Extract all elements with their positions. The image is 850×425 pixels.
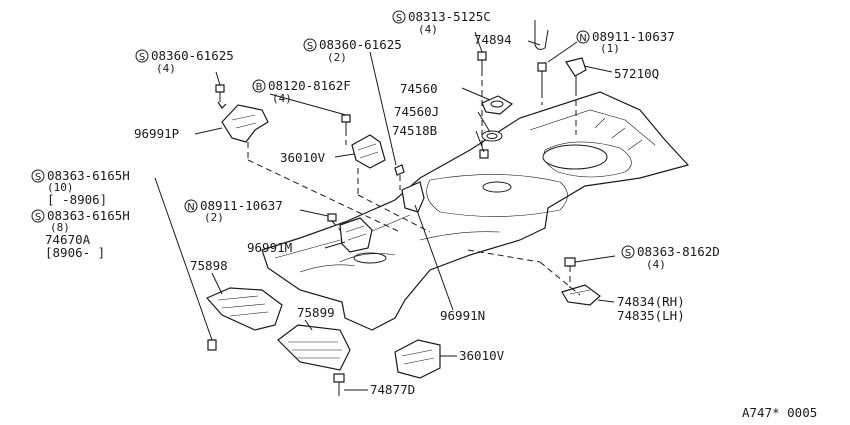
- marker-c9: S: [625, 248, 631, 259]
- label-74670A-range: [8906- ]: [45, 245, 105, 260]
- label-74560J: 74560J: [394, 104, 439, 119]
- circled-markers: S N S S B S S N S: [31, 10, 635, 259]
- label-c8: 08911-10637: [200, 198, 283, 213]
- label-36010V-a: 36010V: [280, 150, 326, 165]
- label-c9-qty: (4): [646, 258, 666, 271]
- label-c3: 08360-61625: [319, 37, 402, 52]
- marker-c1: S: [396, 13, 402, 24]
- label-36010V-b: 36010V: [459, 348, 505, 363]
- label-c9: 08363-8162D: [637, 244, 720, 259]
- label-c2-qty: (1): [600, 42, 620, 55]
- marker-c7: S: [35, 212, 41, 223]
- label-74560: 74560: [400, 81, 438, 96]
- bolt-36010V-a: [341, 114, 351, 130]
- label-c8-qty: (2): [204, 211, 224, 224]
- marker-c6: S: [35, 172, 41, 183]
- label-c3-qty: (2): [327, 51, 347, 64]
- label-96991P: 96991P: [134, 126, 179, 141]
- label-74877D: 74877D: [370, 382, 415, 397]
- label-c4: 08360-61625: [151, 48, 234, 63]
- dashed-guides: [247, 70, 581, 296]
- label-74670A: 74670A: [45, 232, 91, 247]
- label-96991N: 96991N: [440, 308, 485, 323]
- bolt-75898: [207, 339, 217, 351]
- part-labels: 08313-5125C (4) 08911-10637 (1) 08360-61…: [45, 9, 817, 420]
- part-57210Q-clip: [565, 57, 587, 135]
- marker-c5: B: [256, 82, 263, 93]
- label-74894: 74894: [474, 32, 512, 47]
- part-96991P-shape: [217, 101, 269, 143]
- part-36010V-a-shape: [351, 134, 386, 169]
- label-74835: 74835(LH): [617, 308, 685, 323]
- label-c6: 08363-6165H: [47, 168, 130, 183]
- part-36010V-b-shape: [394, 339, 441, 379]
- diagram-id: A747* 0005: [742, 405, 817, 420]
- label-96991M: 96991M: [247, 240, 292, 255]
- part-74560-grommet: [479, 95, 514, 159]
- marker-c2: N: [579, 33, 586, 44]
- label-c6-range: [ -8906]: [47, 192, 107, 207]
- bolt-c1: [477, 51, 487, 70]
- marker-c4: S: [139, 52, 145, 63]
- marker-c3: S: [307, 41, 313, 52]
- part-75899-plate: [277, 324, 351, 371]
- bolt-96991P: [215, 84, 225, 102]
- label-c1-qty: (4): [418, 23, 438, 36]
- bolt-c9: [564, 257, 576, 267]
- marker-c8: N: [187, 202, 194, 213]
- label-75899: 75899: [297, 305, 335, 320]
- part-96991M-shape: [339, 217, 373, 253]
- label-c5: 08120-8162F: [268, 78, 351, 93]
- label-c2: 08911-10637: [592, 29, 675, 44]
- leader-lines: [154, 31, 616, 391]
- label-c4-qty: (4): [156, 62, 176, 75]
- part-74834-bracket: [561, 284, 601, 306]
- bolt-96991M: [327, 213, 337, 222]
- label-c7-qty: (8): [50, 221, 70, 234]
- label-74834: 74834(RH): [617, 294, 685, 309]
- label-57210Q: 57210Q: [614, 66, 659, 81]
- part-75898-plate: [206, 287, 283, 331]
- label-74518B: 74518B: [392, 123, 437, 138]
- label-75898: 75898: [190, 258, 228, 273]
- label-c6-qty: (10): [47, 181, 74, 194]
- part-96991N-shape: [394, 164, 425, 213]
- label-c7: 08363-6165H: [47, 208, 130, 223]
- bolt-74877D: [333, 373, 345, 396]
- label-c5-qty: (4): [272, 92, 292, 105]
- floor-panel: [261, 91, 690, 331]
- label-c1: 08313-5125C: [408, 9, 491, 24]
- part-74894-hook: [534, 20, 549, 92]
